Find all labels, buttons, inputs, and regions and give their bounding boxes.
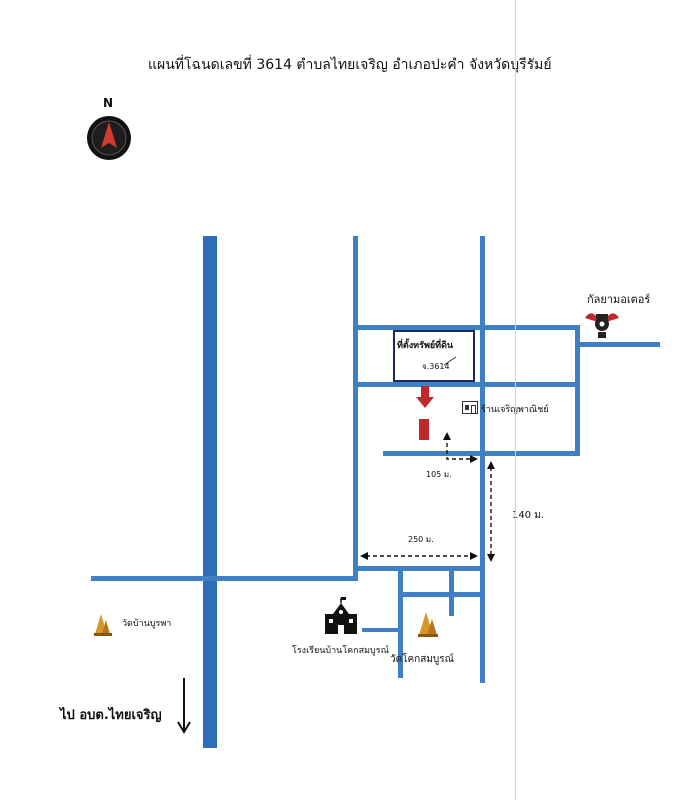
map-title: แผนที่โฉนดเลขที่ 3614 ตำบลไทยเจริญ อำเภอ… bbox=[148, 57, 552, 73]
property-label-line1: ที่ตั้งทรัพย์ที่ดิน bbox=[397, 341, 454, 351]
distance-label-140: 140 ม. bbox=[512, 510, 545, 521]
road-horizontal-lower bbox=[91, 576, 357, 581]
compass: N bbox=[86, 96, 132, 166]
scan-line bbox=[515, 0, 516, 800]
shop-icon bbox=[462, 401, 478, 414]
property-label-line2: จ.3614 bbox=[422, 362, 450, 371]
compass-icon bbox=[87, 116, 131, 160]
road-lower-block-v1 bbox=[398, 566, 403, 678]
distance-arrow-105 bbox=[446, 436, 472, 460]
road-box-right bbox=[575, 325, 580, 455]
garage-label: กัลยามอเตอร์ bbox=[587, 293, 651, 306]
road-to-garage bbox=[577, 342, 660, 347]
distance-label-105: 105 ม. bbox=[426, 470, 452, 479]
temple-2-label: วัดโคกสมบูรณ์ bbox=[390, 654, 454, 665]
north-label: N bbox=[103, 96, 114, 110]
down-arrow-icon bbox=[177, 678, 191, 734]
property-label-box: ที่ตั้งทรัพย์ที่ดิน จ.3614 bbox=[393, 330, 475, 382]
road-vertical-left bbox=[353, 236, 358, 581]
shop-label: ร้านเจริญพาณิชย์ bbox=[481, 402, 549, 416]
road-horizontal-soi bbox=[383, 451, 580, 456]
school-label: โรงเรียนบ้านโคกสมบูรณ์ bbox=[292, 646, 389, 656]
temple-1-label: วัดบ้านบูรพา bbox=[122, 619, 172, 629]
road-lower-block-h bbox=[398, 592, 482, 597]
direction-label: ไป อบต.ไทยเจริญ bbox=[60, 708, 162, 723]
road-horizontal-top bbox=[353, 325, 577, 330]
road-lower-block-top bbox=[357, 566, 482, 571]
road-vertical-center bbox=[480, 236, 485, 683]
distance-label-250: 250 ม. bbox=[408, 535, 434, 544]
road-horizontal-mid bbox=[353, 382, 577, 387]
property-marker bbox=[419, 419, 429, 440]
road-to-school bbox=[362, 628, 400, 632]
main-road bbox=[203, 236, 217, 748]
road-lower-block-v2 bbox=[449, 566, 454, 616]
